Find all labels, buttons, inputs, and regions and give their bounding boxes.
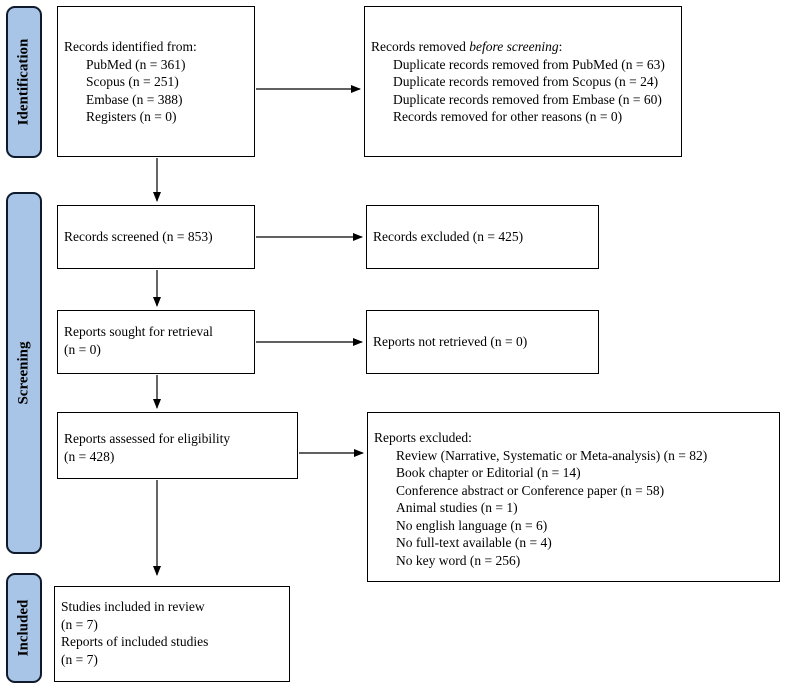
source-pubmed: PubMed (n = 361) <box>86 56 186 72</box>
records-removed-box: Records removed before screening: Duplic… <box>364 6 682 157</box>
records-identified-heading: Records identified from: <box>64 39 197 54</box>
records-screened-box: Records screened (n = 853) <box>57 205 255 269</box>
removed-scopus: Duplicate records removed from Scopus (n… <box>393 74 659 89</box>
removed-embase: Duplicate records removed from Embase (n… <box>393 91 662 107</box>
removed-other: Records removed for other reasons (n = 0… <box>393 109 623 124</box>
excluded-reviews: Review (Narrative, Systematic or Meta-an… <box>396 447 708 463</box>
source-registers: Registers (n = 0) <box>86 109 177 124</box>
records-excluded-text: Records excluded (n = 425) <box>373 229 524 244</box>
excluded-keyword: No key word (n = 256) <box>396 552 521 568</box>
studies-included-box: Studies included in review (n = 7) Repor… <box>54 586 290 682</box>
reports-excluded-heading: Reports excluded: <box>374 430 472 445</box>
source-scopus: Scopus (n = 251) <box>86 74 179 89</box>
source-embase: Embase (n = 388) <box>86 91 183 107</box>
excluded-fulltext: No full-text available (n = 4) <box>396 535 552 550</box>
records-identified-box: Records identified from: PubMed (n = 361… <box>57 6 255 157</box>
reports-sought-box: Reports sought for retrieval (n = 0) <box>57 310 255 374</box>
reports-excluded-box: Reports excluded: Review (Narrative, Sys… <box>367 412 780 582</box>
reports-assessed-line2: (n = 428) <box>64 448 115 464</box>
excluded-animal: Animal studies (n = 1) <box>396 500 518 515</box>
phase-screening: Screening <box>6 192 42 554</box>
reports-not-retrieved-box: Reports not retrieved (n = 0) <box>366 310 599 374</box>
reports-not-retrieved-text: Reports not retrieved (n = 0) <box>373 334 528 349</box>
studies-included-line2: (n = 7) <box>61 616 98 632</box>
phase-identification: Identification <box>6 6 42 158</box>
studies-included-line1: Studies included in review <box>61 599 205 614</box>
reports-assessed-line1: Reports assessed for eligibility <box>64 431 231 446</box>
records-excluded-box: Records excluded (n = 425) <box>366 205 599 269</box>
reports-sought-line2: (n = 0) <box>64 341 101 357</box>
excluded-conference: Conference abstract or Conference paper … <box>396 482 665 498</box>
removed-pubmed: Duplicate records removed from PubMed (n… <box>393 56 665 72</box>
records-removed-heading: Records removed before screening: <box>371 39 563 54</box>
studies-included-line4: (n = 7) <box>61 651 98 667</box>
records-screened-text: Records screened (n = 853) <box>64 229 213 244</box>
studies-included-line3: Reports of included studies <box>61 634 209 649</box>
phase-included: Included <box>6 573 42 683</box>
reports-sought-line1: Reports sought for retrieval <box>64 324 213 339</box>
excluded-language: No english language (n = 6) <box>396 517 548 533</box>
reports-assessed-box: Reports assessed for eligibility (n = 42… <box>57 412 298 479</box>
excluded-book-chapter: Book chapter or Editorial (n = 14) <box>396 465 581 480</box>
